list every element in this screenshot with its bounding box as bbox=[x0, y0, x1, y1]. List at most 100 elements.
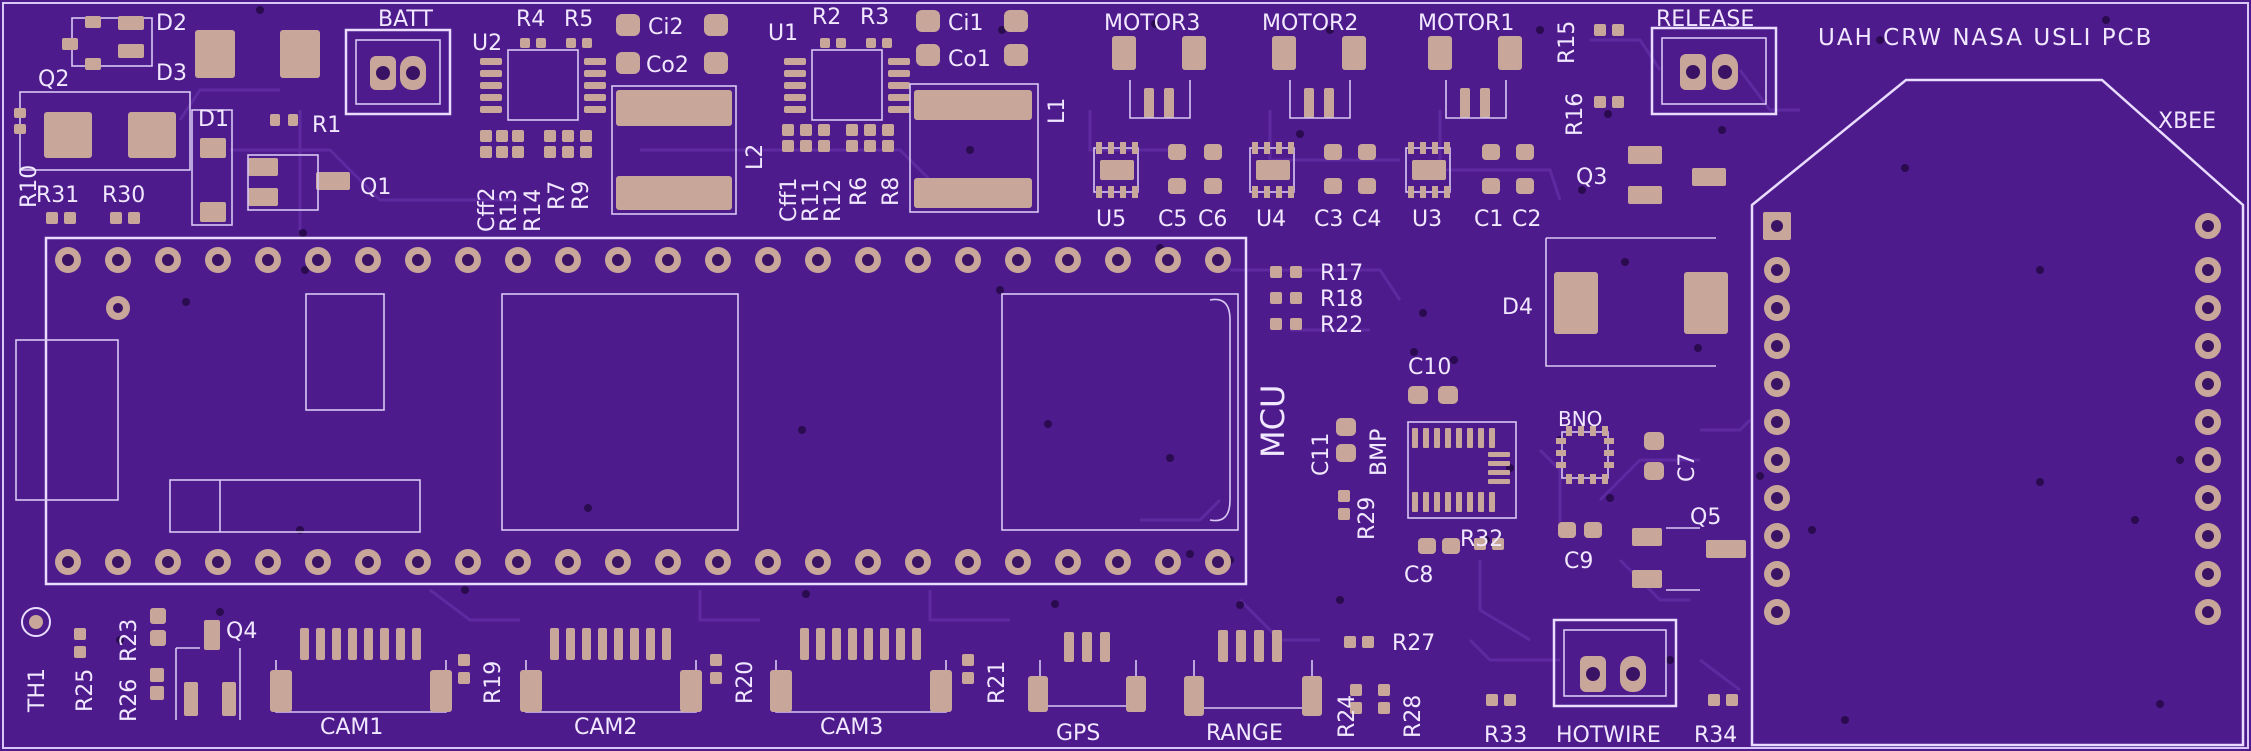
label-cam3: CAM3 bbox=[820, 715, 883, 740]
label-d2: D2 bbox=[156, 11, 187, 36]
mcu-pin bbox=[705, 247, 731, 273]
label-r1: R1 bbox=[312, 113, 341, 138]
big-diodes-left bbox=[19, 91, 191, 171]
label-u3: U3 bbox=[1412, 207, 1442, 232]
mcu-pin bbox=[255, 247, 281, 273]
mcu-pin bbox=[855, 247, 881, 273]
label-c9: C9 bbox=[1564, 549, 1593, 574]
motor3-connector bbox=[1112, 36, 1206, 119]
mcu-pin bbox=[305, 549, 331, 575]
label-co1: Co1 bbox=[948, 47, 991, 72]
mcu-pin bbox=[705, 549, 731, 575]
label-c8: C8 bbox=[1404, 563, 1433, 588]
label-q1: Q1 bbox=[360, 175, 391, 200]
label-q4: Q4 bbox=[226, 619, 257, 644]
label-ci2: Ci2 bbox=[648, 15, 683, 40]
release-connector bbox=[1650, 26, 1778, 116]
mcu-pin bbox=[805, 549, 831, 575]
mcu-pin bbox=[55, 549, 81, 575]
mcu-pin bbox=[1105, 549, 1131, 575]
r10-r31-r30 bbox=[14, 108, 140, 224]
label-r15: R15 bbox=[1555, 21, 1580, 64]
motor2-connector bbox=[1272, 36, 1366, 119]
label-range: RANGE bbox=[1206, 721, 1283, 746]
label-r32: R32 bbox=[1460, 527, 1503, 552]
label-c11: C11 bbox=[1309, 433, 1334, 476]
batt-connector bbox=[344, 28, 452, 116]
cam-connector bbox=[270, 628, 452, 713]
mcu-pin bbox=[305, 247, 331, 273]
mcu-pin bbox=[1005, 247, 1031, 273]
mcu-module bbox=[15, 236, 1248, 586]
mcu-pin bbox=[455, 247, 481, 273]
mcu-pin bbox=[355, 549, 381, 575]
mcu-pin bbox=[1055, 549, 1081, 575]
mcu-pin bbox=[255, 549, 281, 575]
silkscreen-labels: D2 D3 Q2 D1 R1 Q1 R10 R31 R30 BATT U2 R4… bbox=[17, 5, 2216, 748]
r1-q1 bbox=[247, 114, 350, 211]
label-hotwire: HOTWIRE bbox=[1556, 723, 1661, 748]
mcu-pin bbox=[505, 549, 531, 575]
mcu-pin bbox=[605, 549, 631, 575]
label-r23: R23 bbox=[117, 619, 142, 662]
label-r18: R18 bbox=[1320, 287, 1363, 312]
label-r24: R24 bbox=[1335, 695, 1360, 738]
label-cff2: Cff2 bbox=[475, 187, 500, 232]
label-gps: GPS bbox=[1056, 721, 1100, 746]
label-c6: C6 bbox=[1198, 207, 1227, 232]
mcu-pin bbox=[355, 247, 381, 273]
label-r25: R25 bbox=[73, 669, 98, 712]
label-r2: R2 bbox=[812, 5, 841, 30]
label-r7: R7 bbox=[545, 181, 570, 210]
label-d3: D3 bbox=[156, 61, 187, 86]
mcu-pin bbox=[505, 247, 531, 273]
label-bmp: BMP bbox=[1367, 429, 1392, 476]
label-r17: R17 bbox=[1320, 261, 1363, 286]
bno-sensor bbox=[1556, 426, 1664, 538]
label-cam1: CAM1 bbox=[320, 715, 383, 740]
r15-r16 bbox=[1594, 24, 1624, 108]
label-r29: R29 bbox=[1355, 497, 1380, 540]
label-r14: R14 bbox=[521, 189, 546, 232]
label-q5: Q5 bbox=[1690, 505, 1721, 530]
label-u4: U4 bbox=[1256, 207, 1286, 232]
mcu-header-pins bbox=[55, 247, 1231, 575]
label-r5: R5 bbox=[564, 7, 593, 32]
mcu-pin bbox=[755, 549, 781, 575]
label-r12: R12 bbox=[821, 179, 846, 222]
diodes-d2-d3 bbox=[62, 16, 320, 78]
mcu-pin bbox=[855, 549, 881, 575]
motor-drivers bbox=[1093, 142, 1534, 198]
label-c7: C7 bbox=[1675, 453, 1700, 482]
mcu-pin bbox=[155, 549, 181, 575]
label-ci1: Ci1 bbox=[948, 11, 983, 36]
mcu-pin bbox=[1005, 549, 1031, 575]
label-cff1: Cff1 bbox=[777, 177, 802, 222]
label-r26: R26 bbox=[117, 679, 142, 722]
label-c5: C5 bbox=[1158, 207, 1187, 232]
label-th1: TH1 bbox=[25, 668, 50, 713]
label-r13: R13 bbox=[497, 189, 522, 232]
u2-regulator bbox=[480, 38, 606, 158]
label-bno: BNO bbox=[1558, 407, 1602, 431]
copper-traces bbox=[178, 38, 1800, 692]
label-l2: L2 bbox=[743, 144, 768, 170]
mcu-pin bbox=[605, 247, 631, 273]
mcu-pin bbox=[155, 247, 181, 273]
label-u2: U2 bbox=[472, 31, 502, 56]
label-u5: U5 bbox=[1096, 207, 1126, 232]
label-r27: R27 bbox=[1392, 631, 1435, 656]
label-q2: Q2 bbox=[38, 67, 69, 92]
label-c4: C4 bbox=[1352, 207, 1381, 232]
cam-connectors bbox=[270, 628, 974, 713]
mcu-pin bbox=[106, 296, 130, 320]
mcu-pin bbox=[1105, 247, 1131, 273]
label-r19: R19 bbox=[481, 661, 506, 704]
mcu-pin bbox=[755, 247, 781, 273]
mcu-pin bbox=[955, 549, 981, 575]
label-c10: C10 bbox=[1408, 355, 1451, 380]
label-d4: D4 bbox=[1502, 295, 1533, 320]
